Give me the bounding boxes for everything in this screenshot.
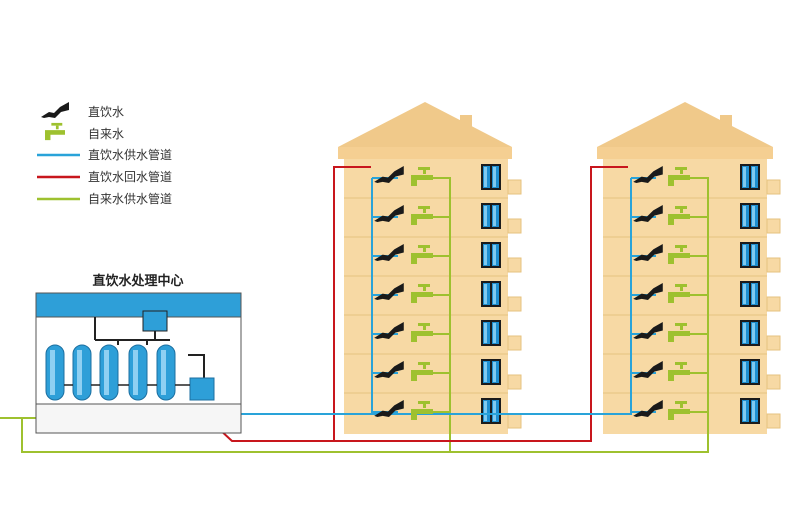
filter-tanks [45, 344, 215, 401]
legend-tap-faucet-label: 自来水 [88, 127, 124, 141]
building-left [338, 102, 522, 434]
window-icon [481, 359, 501, 385]
window-icon [740, 359, 760, 385]
window-icon [740, 203, 760, 229]
legend-direct-return-label: 直饮水回水管道 [88, 169, 172, 184]
building-right [597, 102, 781, 434]
window-icon [481, 242, 501, 268]
direct-return-pipe [217, 166, 628, 442]
window-icon [740, 320, 760, 346]
window-icon [481, 320, 501, 346]
window-icon [740, 242, 760, 268]
roof [597, 102, 773, 147]
legend-tap-supply-label: 自来水供水管道 [88, 191, 172, 206]
filter-tank-icon [156, 344, 176, 401]
small-tank-icon [142, 310, 168, 332]
roof [338, 102, 512, 147]
tap-supply-pipe [0, 177, 709, 453]
filter-tank-icon [128, 344, 148, 401]
legend: 直饮水 自来水 直饮水供水管道 直饮水回水管道 自来水供水管道 [37, 102, 172, 206]
storage-tank-icon [189, 377, 215, 401]
filter-tank-icon [45, 344, 65, 401]
filter-tank-icon [99, 344, 119, 401]
treatment-plant: 直饮水处理中心 [35, 273, 242, 434]
window-icon [740, 398, 760, 424]
plant-title: 直饮水处理中心 [92, 273, 183, 289]
windows-right [740, 164, 760, 424]
black-faucet-icon [41, 102, 69, 118]
window-icon [740, 281, 760, 307]
window-icon [481, 203, 501, 229]
filter-tank-icon [72, 344, 92, 401]
window-icon [740, 164, 760, 190]
plant-floor [35, 403, 242, 434]
green-tap-icon [45, 122, 65, 141]
legend-direct-supply-label: 直饮水供水管道 [88, 147, 172, 162]
window-icon [481, 164, 501, 190]
window-icon [481, 281, 501, 307]
windows-left [481, 164, 501, 424]
legend-direct-faucet-label: 直饮水 [88, 105, 124, 119]
window-icon [481, 398, 501, 424]
plant-header-bar [35, 292, 242, 318]
